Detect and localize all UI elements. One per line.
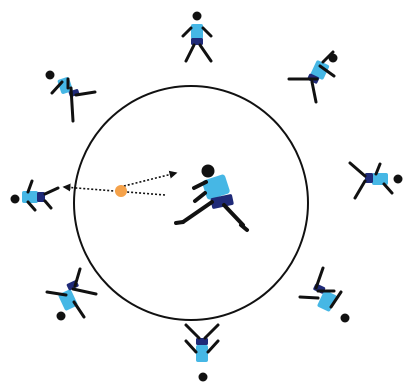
play-circle: [74, 86, 308, 320]
outer-player: [289, 52, 338, 102]
throw-arrow-lower: [64, 187, 165, 195]
center-player: [176, 165, 247, 231]
outer-player: [47, 269, 96, 321]
outer-player: [46, 71, 96, 122]
outer-player: [183, 12, 211, 62]
outer-player: [300, 268, 350, 323]
outer-player: [186, 325, 218, 382]
ball: [115, 185, 127, 197]
outer-player: [350, 163, 403, 198]
throw-arrow-upper: [120, 173, 176, 187]
outer-player: [11, 181, 59, 210]
